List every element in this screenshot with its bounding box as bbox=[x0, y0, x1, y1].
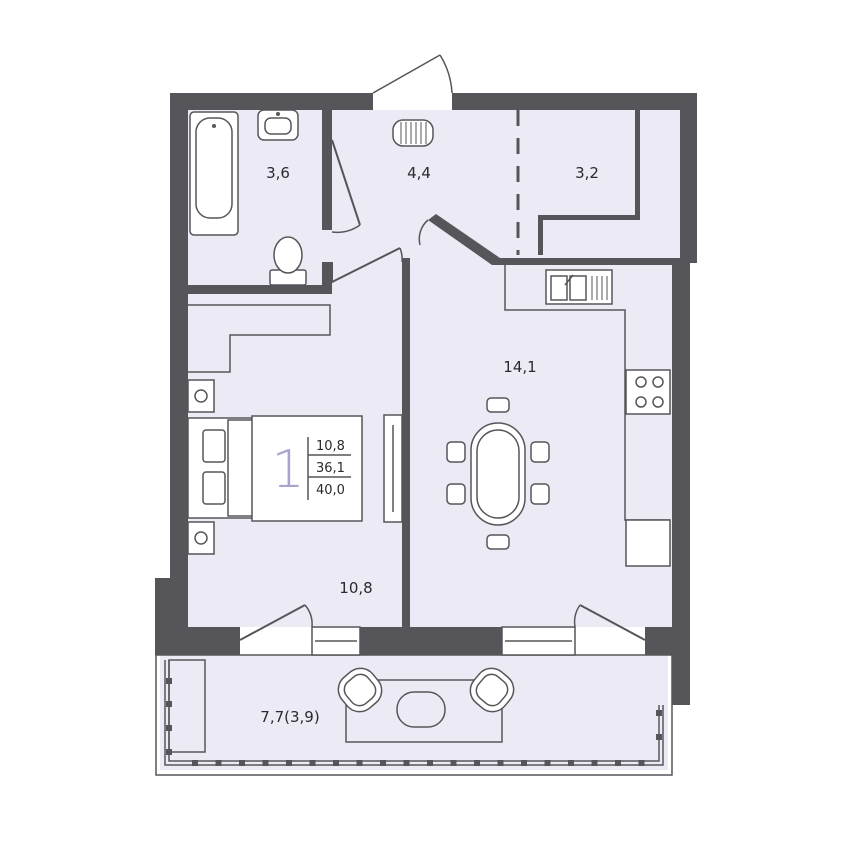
railing-post bbox=[544, 760, 551, 766]
kitchen-sink-icon bbox=[545, 269, 613, 305]
sink-icon bbox=[257, 109, 299, 141]
hallway-area-label: 4,4 bbox=[407, 164, 431, 182]
railing-post bbox=[521, 760, 527, 766]
total-area-value: 40,0 bbox=[316, 483, 345, 498]
railing-post bbox=[656, 734, 662, 740]
railing-post bbox=[656, 710, 662, 716]
living-area-value: 10,8 bbox=[316, 439, 345, 454]
balcony-railing-posts bbox=[166, 678, 662, 766]
railing-post bbox=[474, 760, 480, 766]
railing-post bbox=[166, 701, 172, 707]
radiator-icon bbox=[392, 119, 434, 147]
bathtub-icon bbox=[189, 111, 239, 236]
railing-post bbox=[615, 760, 621, 766]
railing-post bbox=[166, 725, 172, 731]
stove-icon bbox=[625, 369, 671, 415]
railing-post bbox=[356, 760, 363, 766]
storage-area-label: 3,2 bbox=[575, 164, 599, 182]
railing-post bbox=[591, 760, 598, 766]
railing-post bbox=[239, 760, 245, 766]
railing-post bbox=[638, 760, 645, 766]
railing-post bbox=[403, 760, 410, 766]
railing-post bbox=[568, 760, 574, 766]
railing-post bbox=[427, 760, 433, 766]
floors bbox=[160, 110, 680, 770]
railing-post bbox=[166, 678, 172, 684]
railing-post bbox=[192, 760, 198, 766]
railing-post bbox=[309, 760, 316, 766]
toilet-icon bbox=[269, 236, 307, 286]
balcony-windows bbox=[311, 626, 576, 656]
summary-card: 1 10,8 36,1 40,0 bbox=[251, 415, 363, 522]
room-count: 1 bbox=[271, 440, 304, 500]
exterior-walls bbox=[155, 93, 697, 705]
bed-icon bbox=[187, 417, 255, 519]
balcony-area-label: 7,7(3,9) bbox=[260, 708, 319, 726]
railing-post bbox=[450, 760, 457, 766]
railing-post bbox=[380, 760, 386, 766]
wardrobe-icon bbox=[383, 414, 403, 523]
railing-post bbox=[497, 760, 504, 766]
railing-post bbox=[333, 760, 339, 766]
fridge-icon bbox=[625, 519, 671, 567]
area-without-balcony-value: 36,1 bbox=[316, 461, 345, 476]
railing-post bbox=[215, 760, 222, 766]
railing-post bbox=[286, 760, 292, 766]
bathroom-area-label: 3,6 bbox=[266, 164, 290, 182]
railing-post bbox=[262, 760, 269, 766]
nightstand-icon bbox=[187, 379, 215, 555]
railing-post bbox=[166, 749, 172, 755]
bedroom-area-label: 10,8 bbox=[339, 579, 372, 597]
balcony-furniture-icon bbox=[337, 667, 515, 743]
dining-table-icon bbox=[446, 397, 550, 550]
doors bbox=[304, 54, 581, 628]
living-kitchen-area-label: 14,1 bbox=[503, 358, 536, 376]
